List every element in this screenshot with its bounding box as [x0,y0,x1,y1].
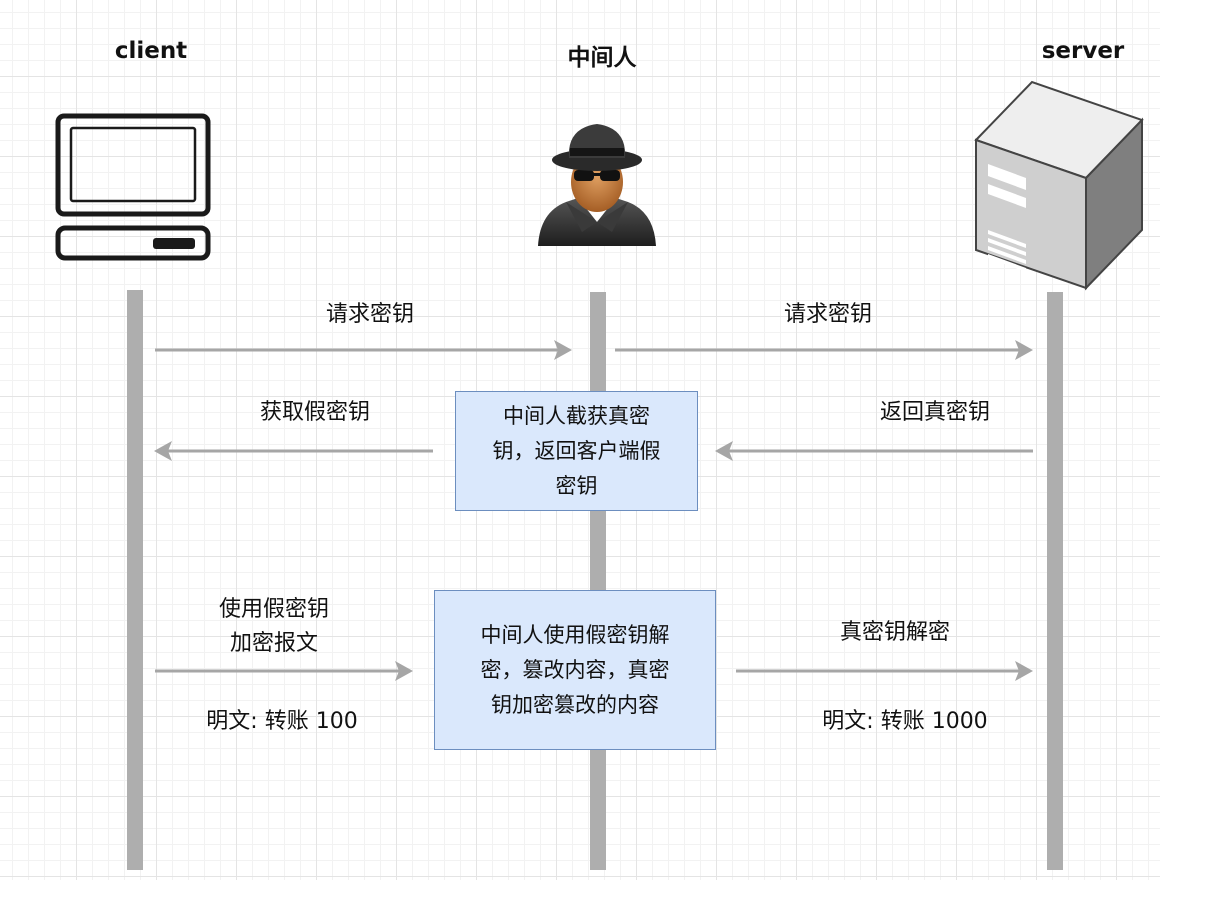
client-label: client [114,38,188,64]
label-plaintext-server: 明文: 转账 1000 [822,709,988,734]
mitm-label: 中间人 [567,45,637,71]
note-tamper-line2: 密，篡改内容，真密 [480,657,670,682]
label-real-key-decrypt: 真密钥解密 [839,620,950,645]
note-tamper-line3: 钥加密篡改的内容 [491,692,659,717]
note-intercept-key: 中间人截获真密 钥，返回客户端假 密钥 [455,391,698,511]
note-intercept-line3: 密钥 [555,473,598,498]
label-return-real-key: 返回真密钥 [879,400,990,425]
note-tamper-content: 中间人使用假密钥解 密，篡改内容，真密 钥加密篡改的内容 [434,590,716,750]
note-intercept-line2: 钥，返回客户端假 [492,438,661,463]
server-label: server [1041,38,1125,64]
label-request-key-right: 请求密钥 [783,302,872,327]
note-intercept-line1: 中间人截获真密 [503,403,650,428]
note-tamper-line1: 中间人使用假密钥解 [480,622,670,647]
label-request-key-left: 请求密钥 [325,302,414,327]
label-use-fake-key-line1: 使用假密钥 [218,597,329,622]
mitm-lifeline [590,292,606,870]
server-lifeline [1047,292,1063,870]
client-lifeline [127,290,143,870]
label-plaintext-client: 明文: 转账 100 [206,709,358,734]
label-get-fake-key: 获取假密钥 [259,400,370,425]
label-use-fake-key-line2: 加密报文 [229,631,318,656]
